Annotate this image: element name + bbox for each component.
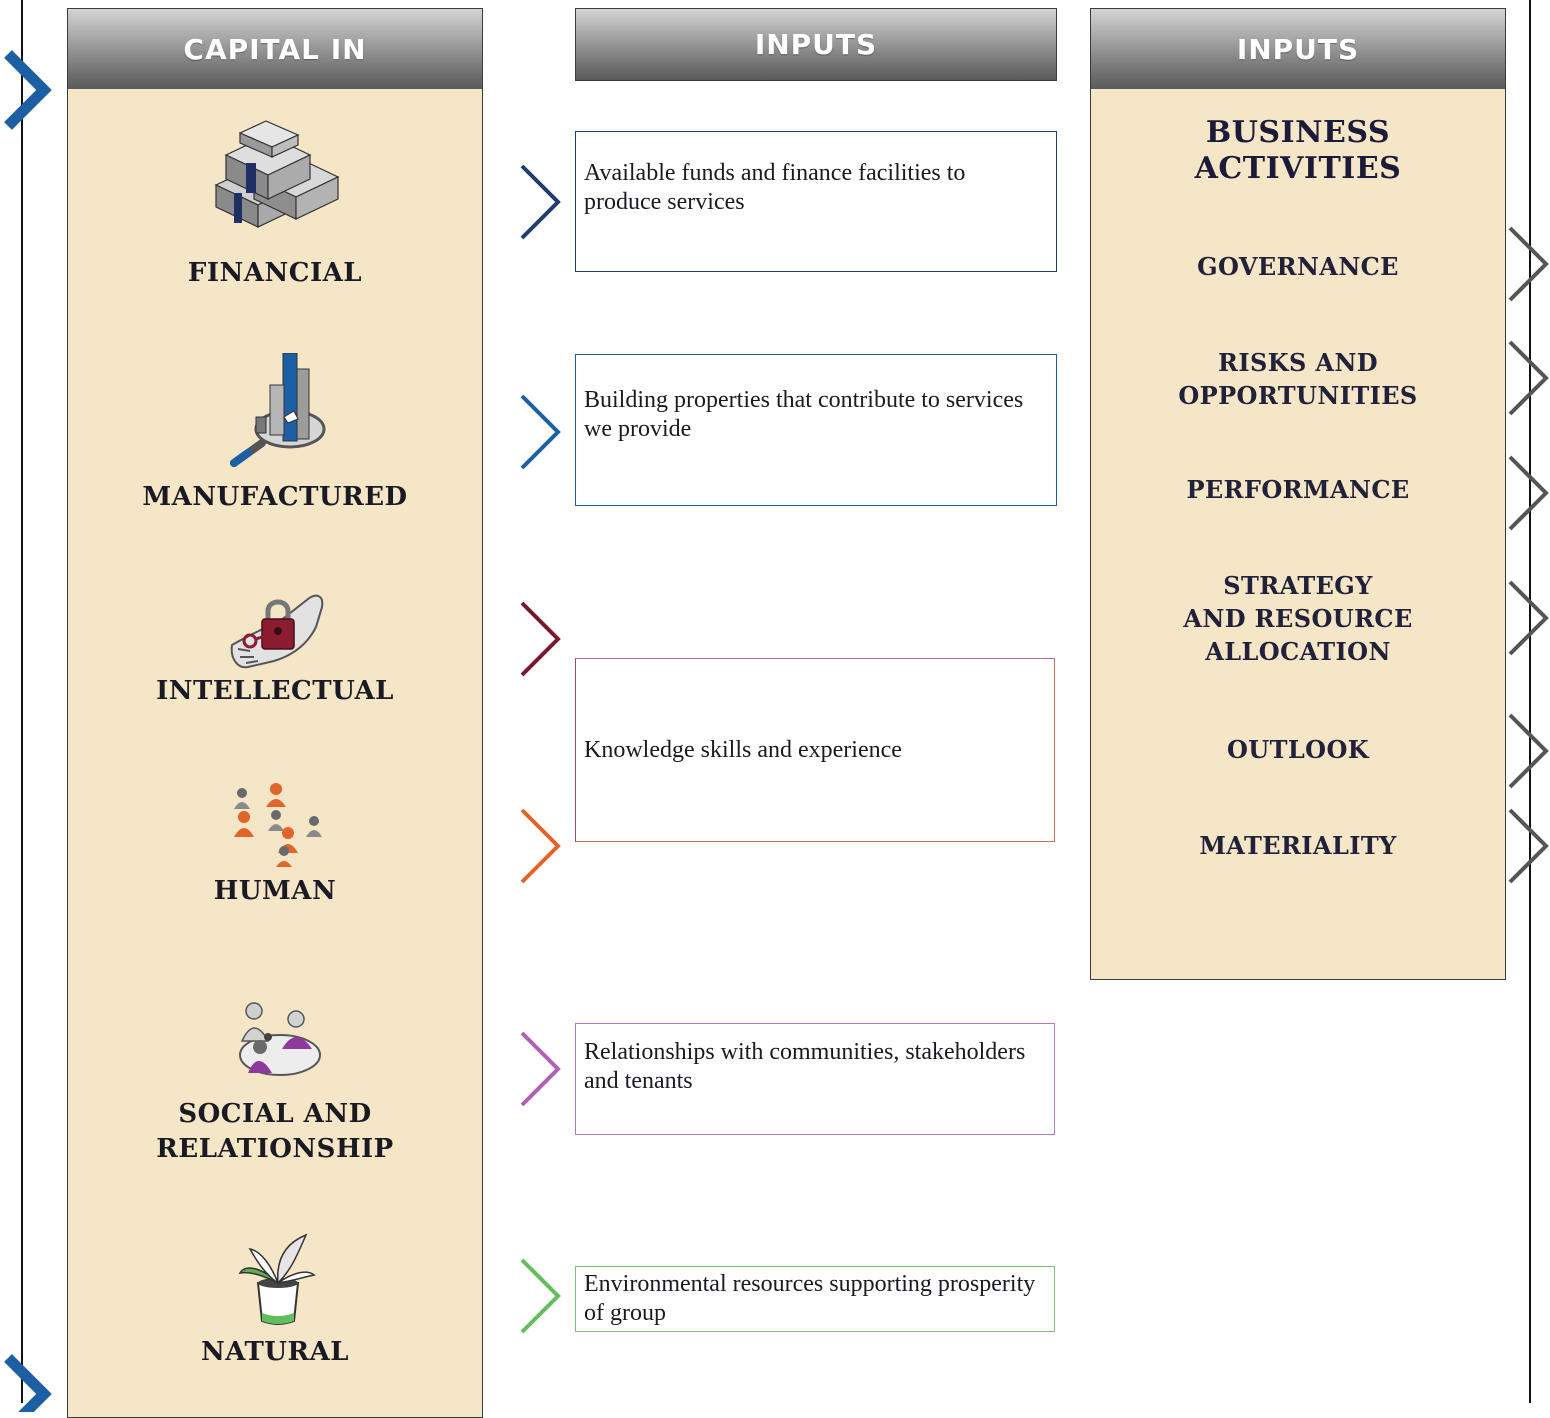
activity-chevron-governance-icon	[1508, 226, 1549, 302]
input-chevron-social-icon	[520, 1031, 561, 1107]
activity-risks-opportunities: RISKS AND OPPORTUNITIES	[1091, 346, 1505, 412]
input-text-financial: Available funds and finance facilities t…	[584, 159, 966, 215]
input-chevron-natural-icon	[520, 1258, 561, 1334]
activity-chevron-risks-icon	[1508, 340, 1549, 416]
business-activities-title: BUSINESS ACTIVITIES	[1091, 115, 1505, 187]
capital-label-social-line-2: RELATIONSHIP	[156, 1134, 394, 1164]
right-frame-line	[1529, 0, 1531, 1403]
activity-outlook: OUTLOOK	[1226, 735, 1370, 764]
activity-chevron-outlook-icon	[1508, 713, 1549, 789]
capital-header: CAPITAL IN	[68, 9, 482, 89]
activity-performance: PERFORMANCE	[1186, 475, 1410, 504]
capital-label-human: HUMAN	[213, 876, 337, 906]
potted-plant-icon	[238, 1233, 316, 1325]
input-chevron-financial-icon	[520, 164, 561, 240]
inputs-header: INPUTS	[575, 8, 1057, 81]
activities-header-label: INPUTS	[1236, 32, 1360, 66]
business-activities-title-line-1: BUSINESS	[1205, 115, 1391, 150]
hand-padlock-icon	[230, 594, 324, 669]
flow-chevron-bottom-icon	[4, 1354, 52, 1412]
people-meeting-icon	[239, 1002, 321, 1076]
activity-strategy-line-2: AND RESOURCE	[1183, 604, 1413, 633]
activities-header: INPUTS	[1091, 9, 1505, 89]
activity-strategy-line-1: STRATEGY	[1223, 571, 1373, 600]
input-box-social: Relationships with communities, stakehol…	[575, 1023, 1055, 1135]
business-activities-title-line-2: ACTIVITIES	[1194, 151, 1402, 186]
input-text-manufactured: Building properties that contribute to s…	[584, 387, 1024, 442]
activity-risks-line-2: OPPORTUNITIES	[1178, 381, 1418, 410]
input-chevron-manufactured-icon	[520, 394, 561, 470]
capital-label-natural: NATURAL	[200, 1337, 350, 1367]
input-chevron-intellectual-icon	[520, 601, 561, 677]
activity-governance: GOVERNANCE	[1197, 252, 1399, 281]
input-box-financial: Available funds and finance facilities t…	[575, 131, 1057, 272]
people-group-icon	[234, 783, 322, 867]
input-chevron-human-icon	[520, 808, 561, 884]
capital-label-intellectual: INTELLECTUAL	[156, 676, 394, 706]
building-magnifier-icon	[230, 353, 326, 467]
activity-risks-line-1: RISKS AND	[1217, 348, 1379, 377]
input-text-social: Relationships with communities, stakehol…	[584, 1039, 1026, 1094]
money-stack-icon	[214, 120, 340, 228]
activity-chevron-materiality-icon	[1508, 808, 1549, 884]
capital-label-manufactured: MANUFACTURED	[142, 482, 408, 512]
capital-column: CAPITAL IN FINANCIAL	[67, 8, 483, 1418]
input-text-natural: Environmental resources supporting prosp…	[584, 1271, 1036, 1326]
input-box-manufactured: Building properties that contribute to s…	[575, 354, 1057, 506]
flow-chevron-top-icon	[4, 50, 52, 130]
activity-chevron-strategy-icon	[1508, 580, 1549, 656]
activities-column: INPUTS BUSINESS ACTIVITIES GOVERNANCE RI…	[1090, 8, 1506, 980]
input-box-natural: Environmental resources supporting prosp…	[575, 1266, 1055, 1332]
capital-header-label: CAPITAL IN	[183, 32, 367, 66]
capital-label-social: SOCIAL AND RELATIONSHIP	[68, 1097, 482, 1167]
input-box-intellectual-human: Knowledge skills and experience	[575, 658, 1055, 842]
left-frame-line	[21, 0, 23, 1403]
activity-materiality: MATERIALITY	[1199, 831, 1397, 860]
activity-chevron-performance-icon	[1508, 455, 1549, 531]
capital-label-financial: FINANCIAL	[187, 258, 363, 288]
capital-label-social-line-1: SOCIAL AND	[178, 1099, 372, 1129]
inputs-header-label: INPUTS	[754, 28, 878, 61]
activity-strategy-line-3: ALLOCATION	[1205, 637, 1391, 666]
input-text-intellectual-human: Knowledge skills and experience	[584, 736, 902, 763]
activity-strategy: STRATEGY AND RESOURCE ALLOCATION	[1091, 569, 1505, 668]
